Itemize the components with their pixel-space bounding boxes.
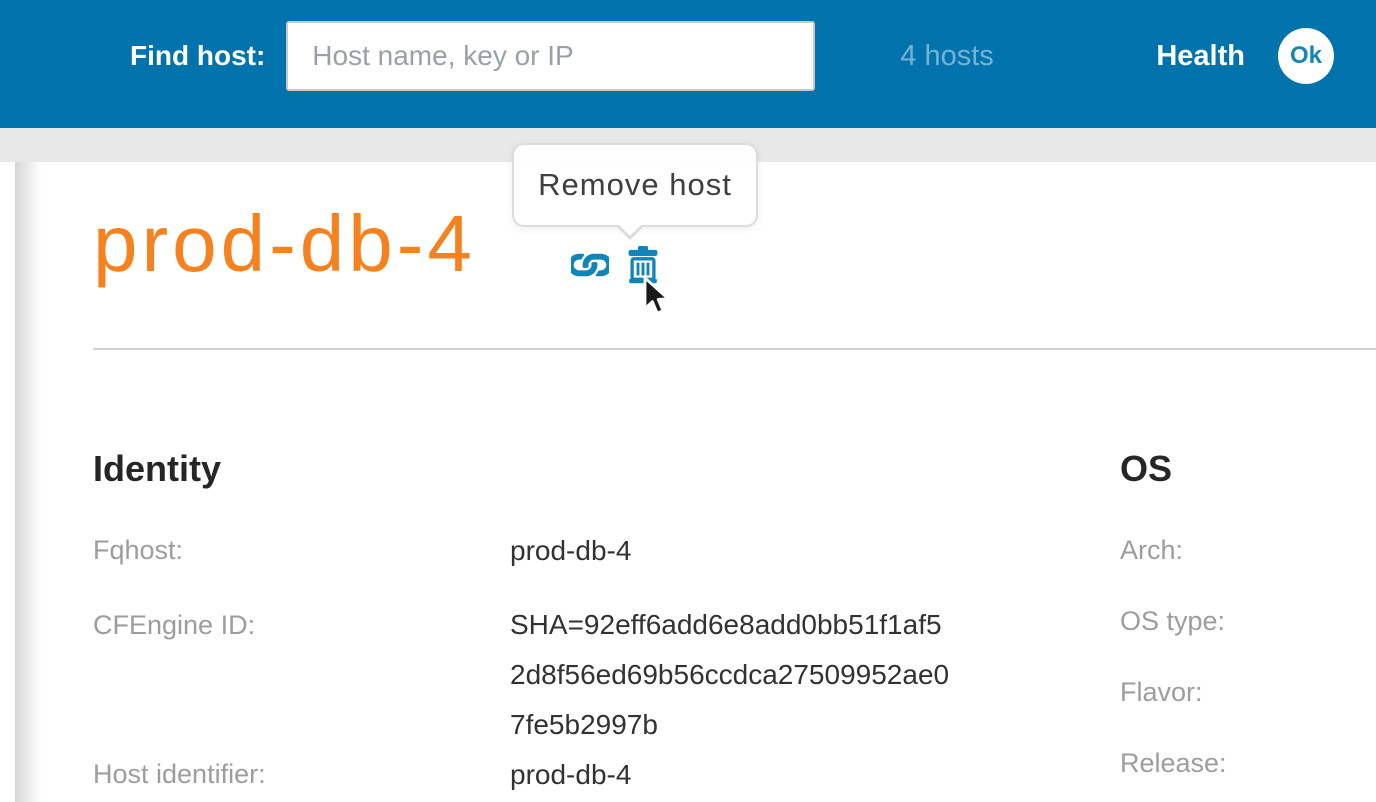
row-label: Arch: [1120,535,1184,565]
page-title: prod-db-4 [93,199,476,288]
os-row-os-type: OS type: [1120,605,1376,638]
hosts-count-link[interactable]: 4 hosts [900,39,994,72]
row-value: prod-db-4 [510,759,632,790]
row-label: CFEngine ID: [93,610,256,640]
remove-host-tooltip: Remove host [512,143,758,240]
tooltip-text: Remove host [538,167,732,202]
health-status-badge[interactable]: Ok [1278,28,1334,84]
topbar: Find host: 4 hosts Health Ok [0,0,1376,128]
find-host-label: Find host: [130,40,266,71]
os-row-flavor: Flavor: [1120,676,1376,709]
os-heading: OS [1120,448,1173,489]
link-icon [571,253,609,277]
row-label: Flavor: [1120,677,1203,707]
health-label: Health [1156,39,1245,72]
identity-row-fqhost: Fqhost: prod-db-4 [93,534,1023,567]
row-label: Release: [1120,748,1227,778]
host-title-row: prod-db-4 [93,200,677,288]
identity-row-cfengine-id: CFEngine ID: SHA=92eff6add6e8add0bb51f1a… [93,609,1023,750]
os-row-arch: Arch: [1120,534,1376,567]
identity-row-host-identifier: Host identifier: prod-db-4 [93,758,1023,791]
identity-section: Identity Fqhost: prod-db-4 CFEngine ID: … [93,448,1023,791]
identity-heading: Identity [93,448,222,489]
row-value: SHA=92eff6add6e8add0bb51f1af52d8f56ed69b… [510,609,950,740]
title-divider [93,348,1376,350]
mouse-cursor-icon [641,276,675,321]
panel-left-shadow [15,162,41,802]
search-input[interactable] [286,21,816,91]
os-row-release: Release: [1120,747,1376,780]
os-section: OS Arch: OS type: Flavor: Release: [1120,448,1376,780]
row-label: Host identifier: [93,759,266,789]
row-value: prod-db-4 [510,535,632,566]
host-link-button[interactable] [571,246,609,284]
row-label: Fqhost: [93,535,184,565]
row-label: OS type: [1120,606,1226,636]
